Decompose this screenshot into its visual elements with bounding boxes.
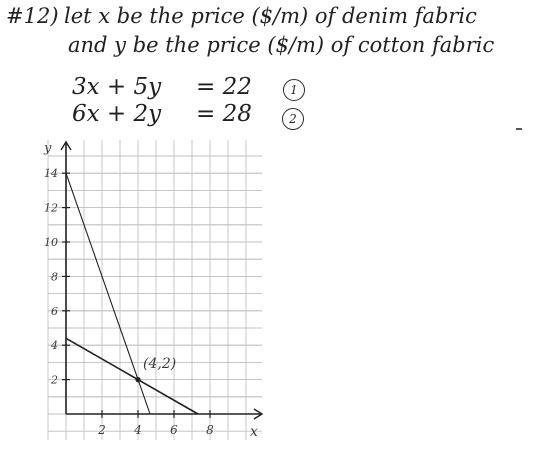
intersection-point	[135, 377, 141, 383]
series-line-2	[65, 337, 199, 415]
problem-number: #12)	[6, 4, 59, 28]
x-tick-label: 4	[133, 423, 142, 437]
x-tick-label: 2	[97, 423, 106, 437]
x-tick-label: 6	[170, 423, 178, 437]
equation-2-rhs: = 28	[196, 101, 252, 127]
equation-1-lhs: 3x + 5y	[72, 74, 162, 100]
stray-mark	[516, 128, 522, 130]
equation-1-tag: 1	[283, 79, 305, 101]
x-tick-label: 8	[206, 423, 214, 437]
y-tick-label: 2	[50, 374, 58, 387]
x-axis-arrow-icon	[253, 408, 264, 420]
y-tick-label: 10	[44, 236, 58, 249]
series-line-1	[65, 173, 151, 415]
problem-statement-line1: let x be the price ($/m) of denim fabric	[64, 4, 477, 28]
y-tick-label: 8	[51, 270, 58, 283]
y-tick-label: 14	[44, 167, 58, 180]
intersection-label: (4,2)	[143, 356, 176, 372]
x-axis-label: x	[250, 424, 258, 440]
equation-2-tag: 2	[282, 108, 304, 130]
y-tick-label: 4	[50, 339, 58, 352]
y-axis-arrow-icon	[60, 140, 72, 151]
y-tick-label: 12	[44, 202, 58, 215]
equation-1-rhs: = 22	[196, 74, 252, 100]
problem-statement-line2: and y be the price ($/m) of cotton fabri…	[68, 33, 495, 57]
y-tick-label: 6	[51, 305, 58, 318]
y-axis-label: y	[43, 141, 52, 156]
equation-2-lhs: 6x + 2y	[72, 101, 162, 127]
